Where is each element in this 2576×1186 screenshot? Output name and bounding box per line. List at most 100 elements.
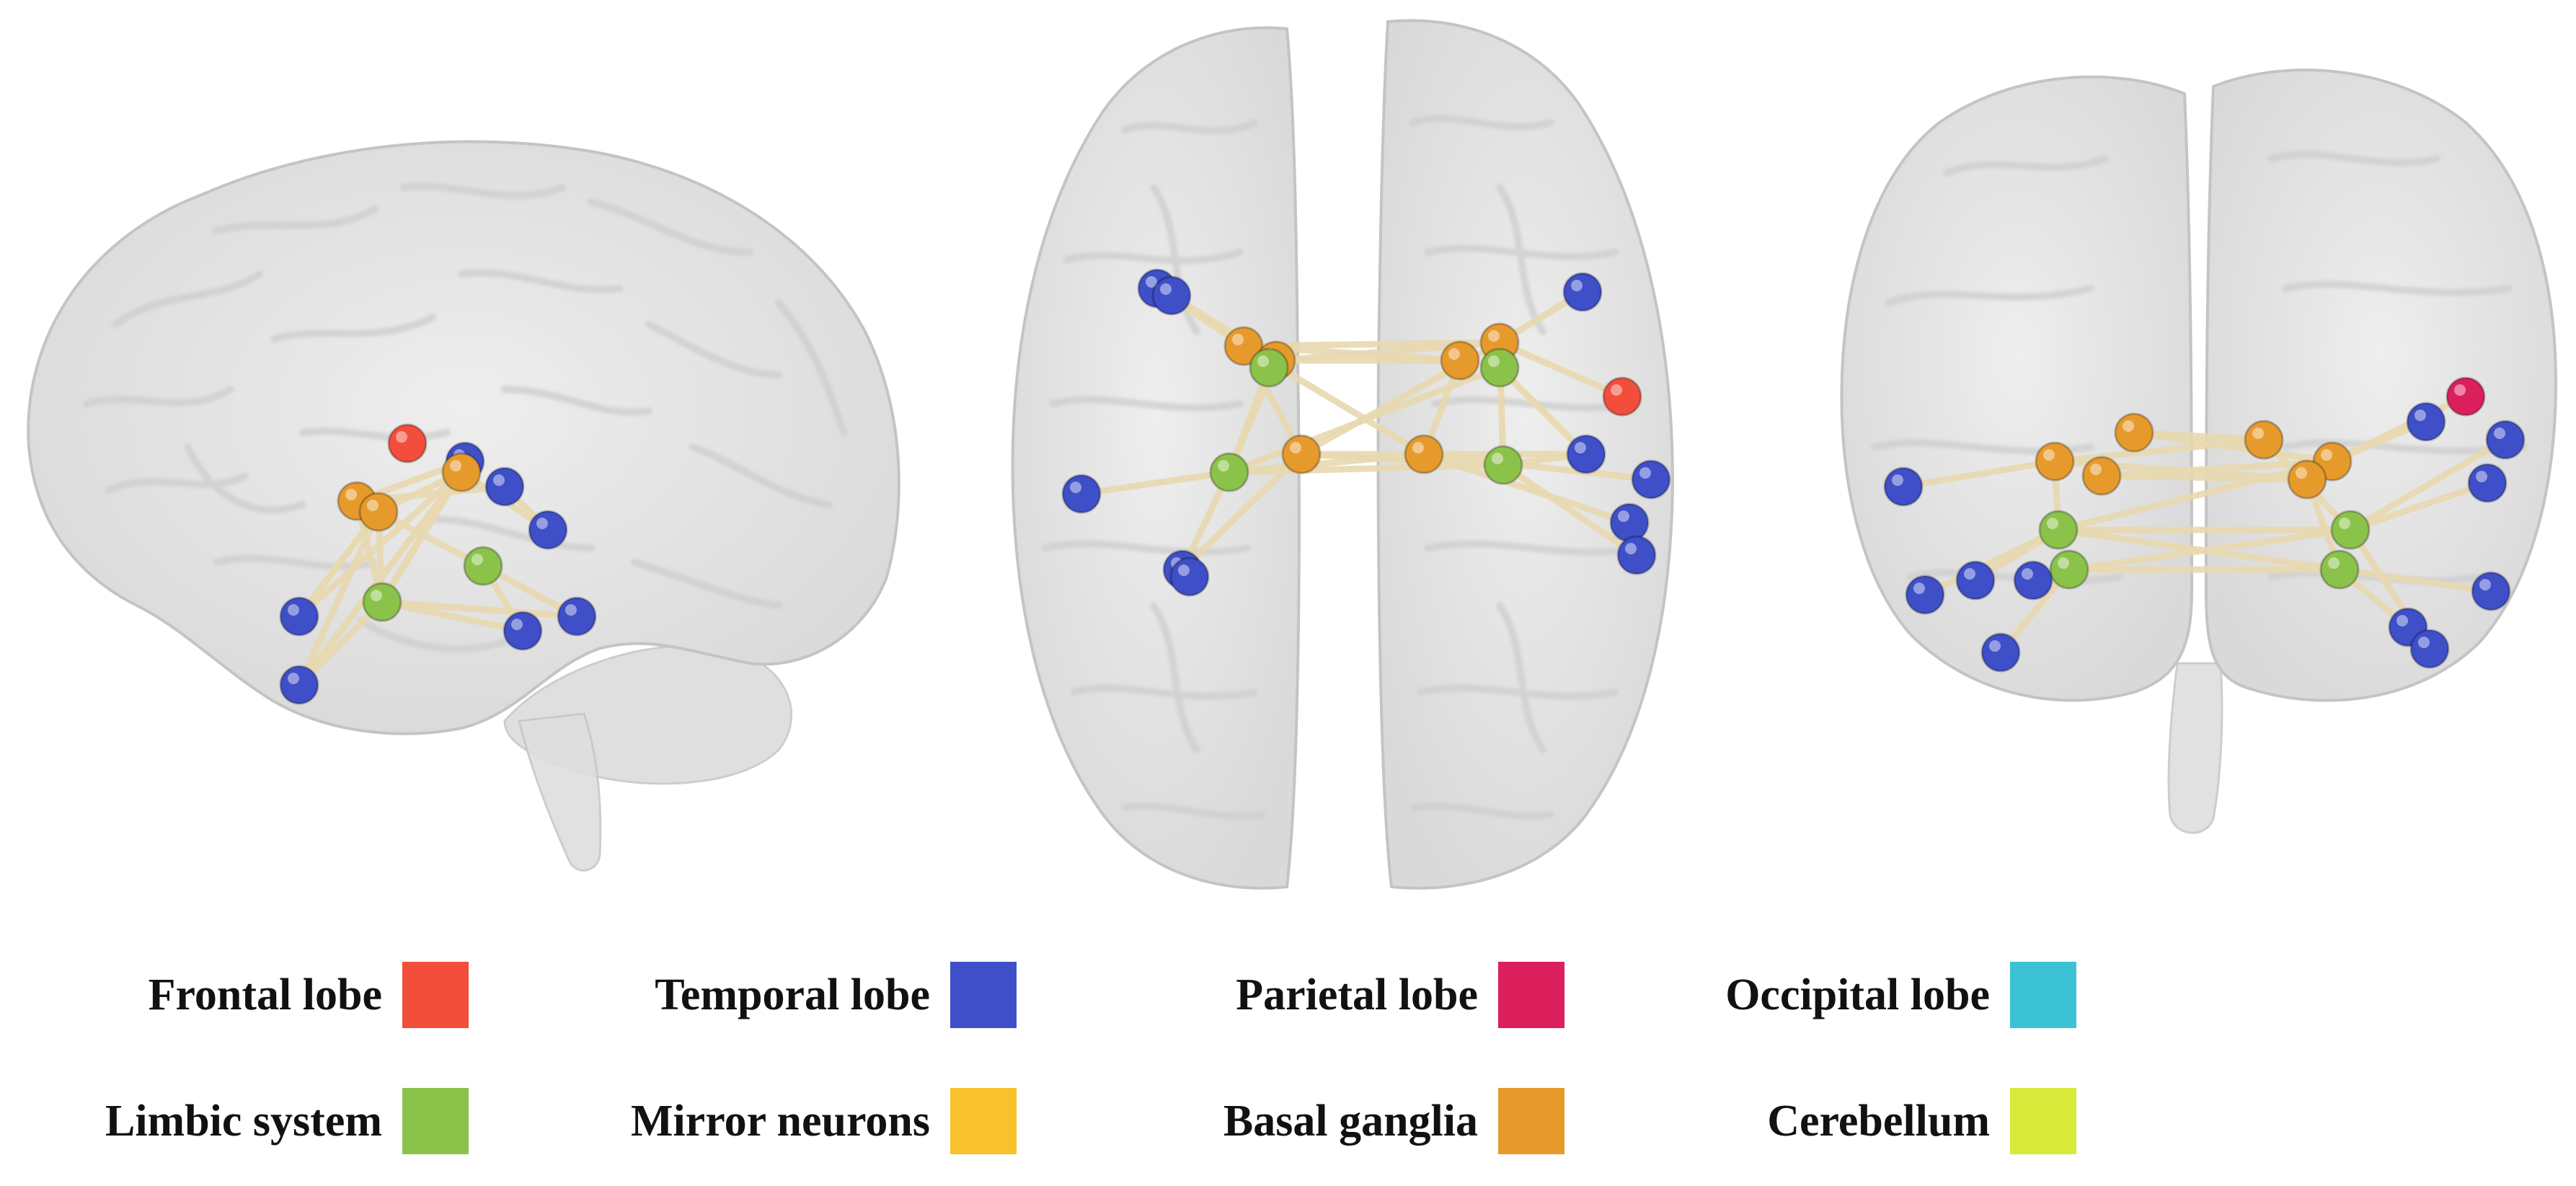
node-highlight xyxy=(1913,583,1925,594)
legend-item: Parietal lobe xyxy=(1103,959,1564,1031)
connection-edge xyxy=(1496,339,1626,400)
node-highlight xyxy=(2090,464,2102,475)
node-highlight xyxy=(396,431,407,443)
node-highlight xyxy=(511,619,523,630)
node-highlight xyxy=(288,673,299,684)
legend-swatch xyxy=(402,962,469,1028)
legend-item: Limbic system xyxy=(7,1085,469,1157)
connection-edge xyxy=(1226,364,1503,476)
legend-item: Temporal lobe xyxy=(555,959,1017,1031)
legend-swatch xyxy=(402,1088,469,1154)
region-node xyxy=(1404,434,1444,474)
connection-edge xyxy=(2347,436,2509,534)
region-node xyxy=(2319,549,2360,590)
region-node xyxy=(1609,503,1650,543)
region-node xyxy=(1209,452,1249,492)
region-node xyxy=(503,611,543,651)
region-node xyxy=(1905,575,1945,615)
region-node xyxy=(2244,420,2284,460)
coronal-left-hemisphere-shape xyxy=(1840,75,2194,702)
coronal-brainstem-shape xyxy=(2167,662,2223,834)
node-highlight xyxy=(1232,334,1244,345)
region-node xyxy=(1440,340,1480,381)
node-highlight xyxy=(1448,348,1460,360)
node-highlight xyxy=(1488,330,1500,342)
node-highlight xyxy=(2479,579,2491,590)
legend-label: Temporal lobe xyxy=(655,970,930,1019)
node-highlight xyxy=(2415,410,2426,421)
region-node xyxy=(484,466,525,507)
node-highlight xyxy=(1070,482,1081,493)
region-node xyxy=(1249,348,1289,388)
sagittal-brain-view xyxy=(27,140,900,872)
connection-edge xyxy=(296,508,382,689)
connection-edge xyxy=(1900,458,2058,490)
legend-swatch xyxy=(1498,962,1564,1028)
connection-edge xyxy=(1420,451,1633,526)
node-highlight xyxy=(2252,428,2264,439)
legend-swatch xyxy=(950,1088,1017,1154)
node-highlight xyxy=(2321,449,2332,461)
node-highlight xyxy=(371,590,382,601)
region-node xyxy=(2467,463,2508,503)
region-node xyxy=(1616,535,1657,575)
node-highlight xyxy=(472,554,483,565)
node-highlight xyxy=(1618,510,1629,522)
region-node xyxy=(463,546,503,586)
region-node xyxy=(387,423,428,464)
node-highlight xyxy=(2454,384,2466,396)
region-node xyxy=(2485,420,2526,460)
node-highlight xyxy=(1160,283,1172,295)
region-node xyxy=(2446,376,2486,417)
region-node xyxy=(2406,402,2446,442)
region-node xyxy=(2049,549,2089,590)
node-highlight xyxy=(2396,615,2408,627)
node-highlight xyxy=(345,489,357,500)
connection-edge xyxy=(1420,451,1655,483)
node-highlight xyxy=(1257,355,1269,367)
axial-left-hemisphere-shape xyxy=(1011,26,1301,890)
region-node xyxy=(2287,459,2327,500)
legend-item: Mirror neurons xyxy=(555,1085,1017,1157)
region-node xyxy=(2114,412,2154,453)
region-node xyxy=(358,492,399,532)
connection-edge xyxy=(2130,429,2336,465)
axial-gyri-texture xyxy=(1042,115,1647,820)
node-highlight xyxy=(1290,442,1301,453)
node-highlight xyxy=(2418,637,2430,648)
region-node xyxy=(1562,272,1603,312)
node-highlight xyxy=(1575,442,1586,453)
node-highlight xyxy=(536,518,548,529)
node-highlight xyxy=(2494,428,2505,439)
connection-edge xyxy=(2336,566,2495,595)
node-highlight xyxy=(2476,471,2487,482)
legend-item: Basal ganglia xyxy=(1103,1085,1564,1157)
region-node xyxy=(2330,510,2371,550)
region-node xyxy=(1061,474,1102,514)
connection-edge xyxy=(1078,469,1233,497)
region-node xyxy=(1483,445,1523,485)
node-highlight xyxy=(1488,355,1500,367)
region-node xyxy=(1883,466,1924,507)
region-node xyxy=(2013,560,2053,601)
sagittal-gyri-texture xyxy=(83,182,847,652)
region-node xyxy=(2038,510,2079,550)
region-node xyxy=(2409,629,2450,669)
node-highlight xyxy=(1964,568,1975,580)
node-highlight xyxy=(2043,449,2055,461)
legend-item: Cerebellum xyxy=(1615,1085,2076,1157)
legend-label: Cerebellum xyxy=(1767,1096,1990,1146)
region-node xyxy=(279,596,319,637)
node-highlight xyxy=(1146,276,1157,288)
node-highlight xyxy=(1492,453,1503,464)
node-highlight xyxy=(2022,568,2033,580)
legend-label: Mirror neurons xyxy=(630,1096,930,1146)
node-highlight xyxy=(1412,442,1424,453)
node-highlight xyxy=(1625,543,1637,554)
node-highlight xyxy=(565,604,577,616)
sagittal-cerebrum-shape xyxy=(27,140,900,735)
legend-label: Limbic system xyxy=(105,1096,382,1146)
region-node xyxy=(279,665,319,705)
legend-label: Basal ganglia xyxy=(1223,1096,1478,1146)
